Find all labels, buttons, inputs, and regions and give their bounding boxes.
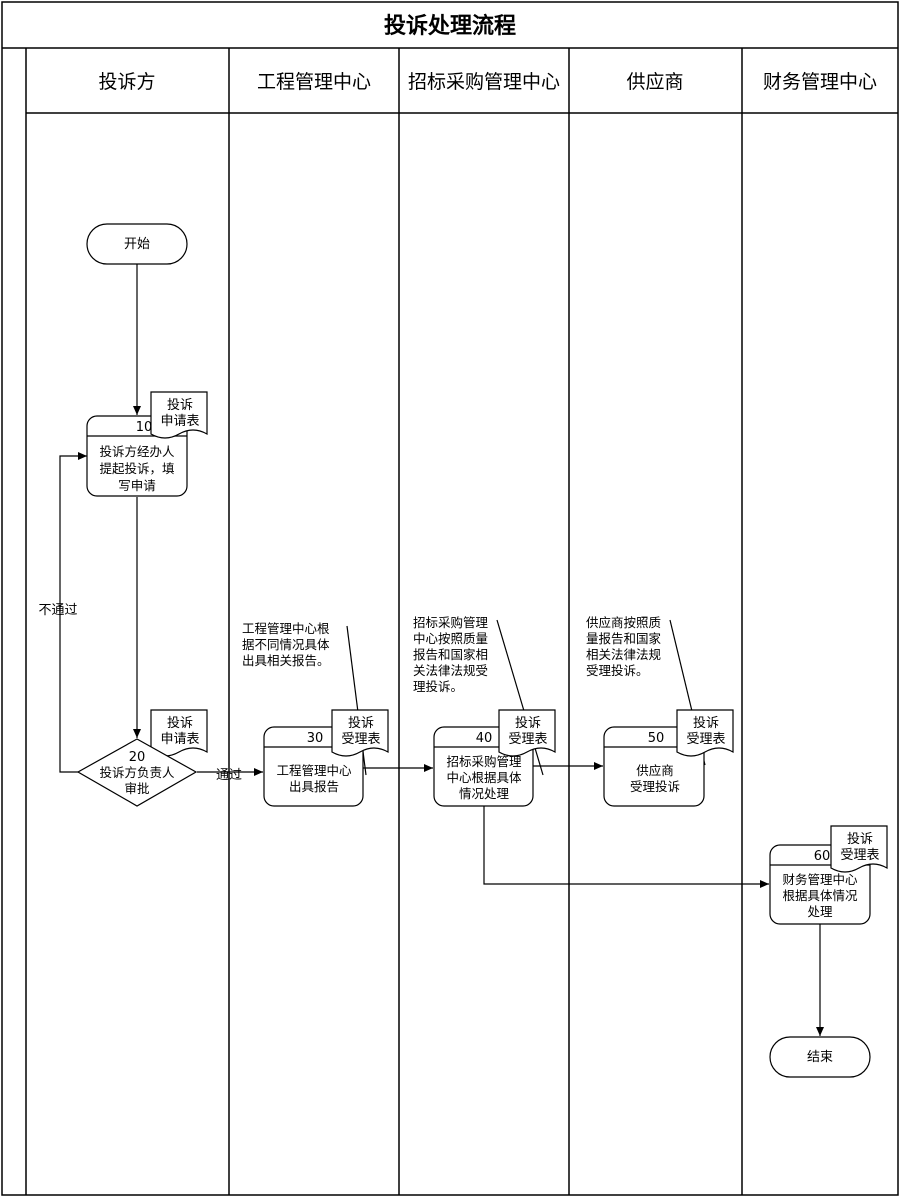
svg-text:投诉方负责人: 投诉方负责人 bbox=[99, 765, 175, 780]
svg-text:30: 30 bbox=[307, 731, 324, 746]
svg-text:招标采购管理: 招标采购管理 bbox=[413, 615, 489, 630]
end-node: 结束 bbox=[769, 1036, 871, 1078]
lane-supplier: 供应商 bbox=[626, 71, 683, 93]
svg-text:情况处理: 情况处理 bbox=[459, 786, 510, 801]
svg-text:10: 10 bbox=[136, 420, 153, 435]
doc-20: 投诉 申请表 bbox=[150, 709, 208, 757]
edge-label-pass: 通过 bbox=[216, 768, 242, 783]
svg-text:60: 60 bbox=[814, 849, 831, 864]
svg-text:投诉: 投诉 bbox=[847, 831, 873, 847]
doc-40: 投诉 受理表 bbox=[498, 709, 556, 757]
annotation-50: 供应商按照质 量报告和国家 相关法律法规 受理投诉。 bbox=[586, 615, 662, 678]
svg-text:工程管理中心根: 工程管理中心根 bbox=[242, 621, 330, 636]
lane-engineering: 工程管理中心 bbox=[257, 71, 371, 93]
lane-complainant: 投诉方 bbox=[98, 71, 155, 93]
svg-text:写申请: 写申请 bbox=[118, 478, 156, 493]
svg-text:报告和国家相: 报告和国家相 bbox=[413, 647, 488, 662]
svg-text:投诉: 投诉 bbox=[515, 715, 541, 731]
svg-text:受理表: 受理表 bbox=[341, 732, 380, 747]
svg-text:供应商: 供应商 bbox=[636, 763, 674, 778]
svg-text:理投诉。: 理投诉。 bbox=[413, 679, 463, 694]
svg-text:申请表: 申请表 bbox=[160, 732, 199, 747]
step-20-decision: 20 投诉方负责人 审批 bbox=[76, 738, 198, 807]
doc-50: 投诉 受理表 bbox=[676, 709, 734, 757]
doc-30: 投诉 受理表 bbox=[331, 709, 389, 757]
lane-finance: 财务管理中心 bbox=[763, 71, 877, 93]
edge-40-60 bbox=[483, 806, 769, 888]
svg-text:20: 20 bbox=[129, 750, 146, 765]
svg-text:供应商按照质: 供应商按照质 bbox=[586, 615, 661, 630]
svg-text:受理投诉: 受理投诉 bbox=[630, 779, 680, 794]
svg-text:40: 40 bbox=[476, 731, 493, 746]
edge-20-10-fail bbox=[59, 452, 87, 773]
svg-text:处理: 处理 bbox=[807, 904, 833, 919]
svg-text:受理投诉。: 受理投诉。 bbox=[586, 663, 649, 678]
start-node: 开始 bbox=[86, 223, 188, 265]
svg-text:投诉: 投诉 bbox=[167, 397, 193, 413]
svg-text:相关法律法规: 相关法律法规 bbox=[586, 647, 661, 662]
svg-text:工程管理中心: 工程管理中心 bbox=[276, 763, 352, 778]
svg-text:申请表: 申请表 bbox=[160, 414, 199, 429]
svg-text:出具报告: 出具报告 bbox=[289, 779, 339, 794]
svg-text:关法律法规受: 关法律法规受 bbox=[413, 663, 488, 678]
svg-text:投诉: 投诉 bbox=[348, 715, 374, 731]
lane-procurement: 招标采购管理中心 bbox=[408, 71, 560, 93]
doc-10: 投诉 申请表 bbox=[150, 391, 208, 439]
svg-text:审批: 审批 bbox=[124, 781, 149, 796]
edge-label-fail: 不通过 bbox=[38, 603, 77, 618]
annotation-30: 工程管理中心根 据不同情况具体 出具相关报告。 bbox=[242, 621, 330, 668]
svg-text:出具相关报告。: 出具相关报告。 bbox=[242, 653, 330, 668]
page-title: 投诉处理流程 bbox=[384, 13, 516, 39]
svg-text:受理表: 受理表 bbox=[508, 732, 547, 747]
svg-text:投诉: 投诉 bbox=[693, 715, 719, 731]
svg-text:根据具体情况: 根据具体情况 bbox=[782, 888, 858, 903]
svg-text:招标采购管理: 招标采购管理 bbox=[446, 754, 522, 769]
doc-60: 投诉 受理表 bbox=[830, 825, 888, 873]
svg-text:开始: 开始 bbox=[124, 237, 150, 252]
svg-text:受理表: 受理表 bbox=[840, 848, 879, 863]
svg-text:提起投诉，填: 提起投诉，填 bbox=[99, 461, 174, 476]
svg-text:中心按照质量: 中心按照质量 bbox=[413, 631, 488, 646]
svg-text:50: 50 bbox=[648, 731, 665, 746]
svg-text:投诉方经办人: 投诉方经办人 bbox=[99, 444, 175, 459]
svg-text:投诉: 投诉 bbox=[167, 715, 193, 731]
svg-text:量报告和国家: 量报告和国家 bbox=[586, 631, 662, 646]
lane-headers: 投诉方 工程管理中心 招标采购管理中心 供应商 财务管理中心 bbox=[98, 71, 877, 93]
svg-text:据不同情况具体: 据不同情况具体 bbox=[242, 637, 330, 652]
svg-text:受理表: 受理表 bbox=[686, 732, 725, 747]
svg-text:结束: 结束 bbox=[807, 1050, 833, 1065]
svg-text:中心根据具体: 中心根据具体 bbox=[446, 770, 522, 785]
annotation-40: 招标采购管理 中心按照质量 报告和国家相 关法律法规受 理投诉。 bbox=[413, 615, 489, 694]
svg-text:财务管理中心: 财务管理中心 bbox=[782, 872, 858, 887]
